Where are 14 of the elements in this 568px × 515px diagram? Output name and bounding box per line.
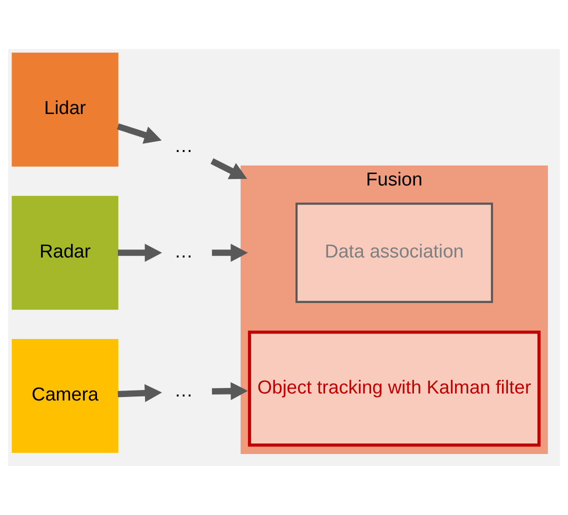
node-text: … (174, 379, 194, 400)
node-box: Lidar (12, 52, 118, 167)
arrow (212, 382, 248, 400)
node-box: Camera (12, 339, 118, 453)
node-text: … (174, 134, 194, 156)
arrow (118, 384, 162, 402)
arrow (210, 158, 248, 180)
node-box: Data association (296, 202, 494, 303)
arrow (118, 244, 162, 262)
node-box: Object tracking with Kalman filter (248, 330, 541, 447)
arrow (116, 123, 162, 144)
node-box: Radar (12, 196, 118, 310)
arrow (212, 244, 248, 262)
node-text: … (174, 240, 194, 262)
